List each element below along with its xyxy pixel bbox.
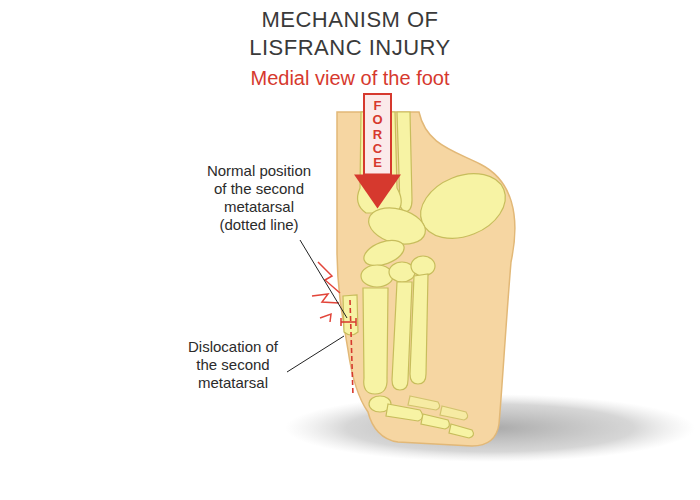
displacement-mark xyxy=(341,318,356,326)
metatarsal-bone xyxy=(392,282,412,390)
phalanx-bone xyxy=(440,406,468,420)
force-arrow-head xyxy=(354,174,401,208)
callout-label: Dislocation of the second metatarsal xyxy=(183,338,283,392)
metatarsal-bone xyxy=(410,274,428,384)
phalanx-bone xyxy=(408,396,440,410)
normal-position-line xyxy=(350,300,353,396)
diagram-title: MECHANISM OF LISFRANC INJURY xyxy=(220,6,480,62)
cuneiform-bone xyxy=(361,265,393,287)
force-arrow-shaft xyxy=(364,94,391,174)
phalanx-bone xyxy=(449,424,473,438)
pain-marks xyxy=(312,262,340,322)
view-subtitle: Medial view of the foot xyxy=(0,66,700,90)
force-label: FORCE xyxy=(371,99,384,170)
leader-line xyxy=(300,240,347,318)
pain-zigzag xyxy=(320,314,331,322)
callout-label: Normal position of the second metatarsal… xyxy=(200,162,318,234)
calcaneus-bone xyxy=(411,162,515,251)
cuboid-bone xyxy=(411,256,435,276)
leader-line xyxy=(287,336,344,372)
first-metatarsal xyxy=(363,288,388,394)
